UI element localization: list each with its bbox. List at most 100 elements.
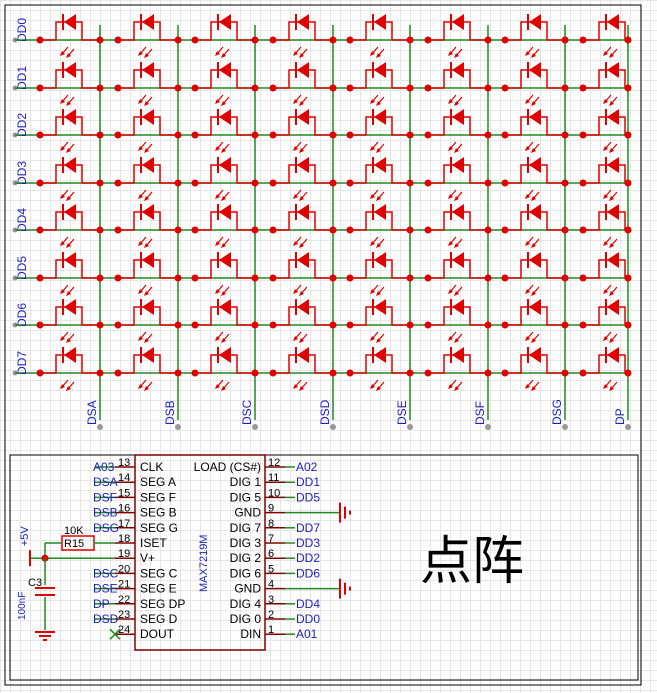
junction-dot [251, 226, 259, 234]
junction-dot [501, 131, 509, 139]
led-symbol [219, 347, 231, 363]
junction-dot [484, 226, 492, 234]
resistor-ref: R15 [64, 538, 84, 550]
led-arrow-head [448, 99, 453, 104]
led-arrow-head [603, 194, 608, 199]
led-arrow-head [66, 243, 71, 248]
led-arrow-head [299, 196, 304, 201]
junction-dot [329, 369, 337, 377]
pin-name-left: SEG E [140, 582, 177, 596]
row-label-dd5: DD5 [15, 256, 29, 280]
junction-dot [329, 131, 337, 139]
pin-name-right: DIG 1 [230, 475, 262, 489]
pin-number-right: 3 [268, 594, 274, 606]
junction-dot [424, 369, 432, 377]
led-arrow-head [221, 291, 226, 296]
led-arrow-head [609, 291, 614, 296]
junction-dot [269, 226, 277, 234]
junction-dot [501, 179, 509, 187]
led-symbol [374, 299, 386, 315]
junction-dot [191, 321, 199, 329]
junction-dot [329, 179, 337, 187]
led-symbol [64, 299, 76, 315]
junction-dot [36, 274, 44, 282]
chip-part-number: MAX7219M [198, 535, 210, 592]
led-symbol [142, 347, 154, 363]
junction-dot [114, 369, 122, 377]
resistor-value: 10K [64, 525, 84, 537]
junction-dot [624, 84, 632, 92]
led-arrow-head [454, 243, 459, 248]
net-label-dsc: DSC [93, 566, 119, 580]
led-arrow-head [609, 386, 614, 391]
led-arrow-head [609, 338, 614, 343]
junction-dot [251, 131, 259, 139]
junction-dot [191, 226, 199, 234]
led-symbol [142, 299, 154, 315]
junction-dot [269, 36, 277, 44]
led-arrow-head [531, 101, 536, 106]
pin-name-left: CLK [140, 460, 163, 474]
junction-dot [36, 84, 44, 92]
led-symbol [297, 14, 309, 30]
led-arrow-head [138, 146, 143, 151]
junction-dot [114, 179, 122, 187]
junction-dot [424, 274, 432, 282]
junction-dot [346, 84, 354, 92]
led-arrow-head [215, 146, 220, 151]
junction-dot [191, 36, 199, 44]
junction-dot [346, 369, 354, 377]
led-arrow-head [221, 101, 226, 106]
chip-frame [9, 454, 639, 681]
junction-dot [579, 179, 587, 187]
junction-dot [114, 274, 122, 282]
led-arrow-head [525, 241, 530, 246]
led-symbol [64, 252, 76, 268]
pin-name-left: SEG C [140, 566, 178, 580]
pin-number-left: 14 [118, 472, 130, 484]
led-symbol [452, 14, 464, 30]
led-arrow-head [215, 51, 220, 56]
led-symbol [529, 204, 541, 220]
led-arrow-head [454, 196, 459, 201]
junction-dot [114, 84, 122, 92]
led-arrow-head [448, 289, 453, 294]
led-arrow-head [221, 148, 226, 153]
column-endpoint [562, 424, 568, 430]
led-symbol [64, 204, 76, 220]
junction-dot [406, 36, 414, 44]
junction-dot [501, 274, 509, 282]
junction-dot [501, 369, 509, 377]
net-label-dse: DSE [93, 582, 118, 596]
junction-dot [406, 274, 414, 282]
led-arrow-head [60, 289, 65, 294]
led-symbol [297, 252, 309, 268]
led-arrow-head [448, 194, 453, 199]
net-label-dd6: DD6 [296, 566, 320, 580]
led-arrow-head [454, 101, 459, 106]
led-arrow-head [376, 291, 381, 296]
led-symbol [297, 347, 309, 363]
led-arrow-head [221, 386, 226, 391]
led-arrow-head [215, 99, 220, 104]
pin-name-left: SEG F [140, 490, 176, 504]
column-endpoint [175, 424, 181, 430]
pin-name-left: V+ [140, 551, 155, 565]
led-arrow-head [144, 291, 149, 296]
junction-dot [174, 36, 182, 44]
led-arrow-head [603, 51, 608, 56]
net-label-dd1: DD1 [296, 475, 320, 489]
led-arrow-head [60, 194, 65, 199]
junction-dot [96, 274, 104, 282]
pin-number-right: 11 [268, 472, 279, 484]
led-arrow-head [144, 53, 149, 58]
net-label-a02: A02 [296, 460, 318, 474]
led-arrow-head [299, 101, 304, 106]
junction-dot [579, 274, 587, 282]
outer-frame [4, 4, 642, 686]
led-arrow-head [299, 148, 304, 153]
led-arrow-head [525, 289, 530, 294]
junction-dot [484, 369, 492, 377]
junction-dot [174, 321, 182, 329]
junction-dot [484, 274, 492, 282]
